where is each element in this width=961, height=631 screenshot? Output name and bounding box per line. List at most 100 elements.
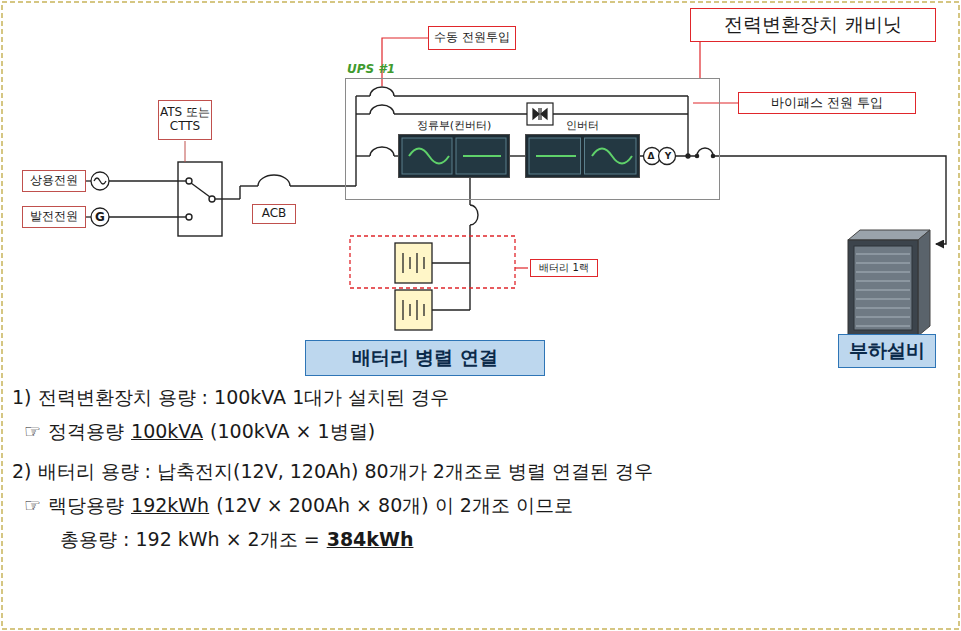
static-switch-part bbox=[538, 108, 539, 120]
node-text: 수동 전원투입 bbox=[434, 31, 510, 45]
callout-box: 수동 전원투입 bbox=[428, 26, 516, 50]
static-switch-part bbox=[540, 108, 541, 120]
node-text: ATS 또는 CTTS bbox=[159, 106, 211, 134]
converter-panel-part-part bbox=[463, 155, 501, 157]
source-symbols-part bbox=[91, 208, 109, 226]
transfer-switch-part bbox=[178, 162, 222, 236]
converter-panel-part-part bbox=[456, 138, 506, 174]
load-equipment: 부하설비 bbox=[838, 226, 936, 368]
rack-slot bbox=[856, 290, 910, 291]
feeder-wire-part bbox=[239, 186, 240, 199]
note-text: ☞ bbox=[24, 494, 41, 516]
inverter-panel: 인버터 bbox=[525, 134, 640, 178]
symbol-letter: Y bbox=[665, 152, 672, 161]
feeder-wire-part bbox=[687, 96, 688, 156]
output-breaker-part bbox=[697, 148, 713, 156]
output-transformer-part bbox=[686, 154, 690, 158]
note-text: 100kVA bbox=[131, 420, 203, 442]
rack-slot bbox=[856, 263, 910, 264]
battery-rack-part bbox=[403, 253, 424, 320]
node-text: 발전전원 bbox=[30, 210, 78, 224]
transfer-switch-part bbox=[215, 198, 222, 199]
converter-panel-part-part bbox=[402, 138, 452, 174]
note-text: (100kVA × 1병렬) bbox=[210, 420, 375, 442]
caption-box: 배터리 병렬 연결 bbox=[305, 340, 545, 376]
load-equipment-part-part bbox=[848, 230, 930, 240]
feeder-wire-part bbox=[553, 113, 688, 114]
battery-cell bbox=[402, 253, 403, 273]
battery-cell bbox=[423, 304, 424, 316]
battery-cell bbox=[416, 253, 417, 273]
battery-wire-part bbox=[469, 178, 470, 205]
converter-panel: 정류부(컨버터) bbox=[398, 134, 510, 178]
feeder-wire-part bbox=[258, 175, 290, 186]
note-text: ☞ bbox=[24, 420, 41, 442]
note-text: 384kWh bbox=[327, 528, 414, 550]
transfer-switch bbox=[178, 141, 222, 236]
converter-panel-part bbox=[399, 135, 509, 177]
battery-cell bbox=[409, 257, 410, 269]
transfer-switch-part bbox=[191, 183, 210, 197]
connector bbox=[510, 155, 525, 156]
note-text: 총용량 : 192 kWh × 2개조 = bbox=[60, 528, 320, 550]
transfer-switch-part bbox=[185, 141, 186, 162]
note-text: (12V × 200Ah × 80개) 이 2개조 이므로 bbox=[216, 494, 573, 516]
battery-rack-part bbox=[350, 236, 515, 288]
source-symbols-part bbox=[86, 216, 91, 217]
leader-line-part bbox=[515, 267, 528, 268]
transfer-switch-part bbox=[178, 216, 186, 217]
inverter-panel-part-part bbox=[592, 149, 632, 164]
load-equipment-part-part bbox=[854, 246, 912, 330]
cabinet-box: UPS #1정류부(컨버터)인버터 bbox=[345, 78, 720, 200]
battery-wire-part bbox=[469, 225, 470, 310]
output-transformer-part bbox=[659, 148, 676, 165]
source-symbols-part bbox=[109, 216, 178, 217]
feeder-wire-part bbox=[240, 185, 258, 186]
battery-rack-part bbox=[395, 243, 432, 283]
callout-box: 바이패스 전원 투입 bbox=[738, 92, 916, 114]
feeder-wire-part bbox=[370, 87, 394, 96]
output-breaker bbox=[695, 148, 714, 160]
inverter-panel-part bbox=[526, 135, 639, 177]
transfer-switch-part bbox=[178, 180, 186, 181]
switch-label: ATS 또는 CTTS bbox=[158, 100, 212, 140]
load-equipment-part bbox=[838, 226, 936, 336]
source-symbols-part bbox=[94, 178, 106, 184]
node-text: 부하설비 bbox=[838, 334, 936, 368]
source-box: 발전전원 bbox=[22, 206, 86, 228]
node-text: 배터리 1랙 bbox=[539, 262, 589, 274]
feeder-wire-part bbox=[356, 155, 370, 156]
node-text: 정류부(컨버터) bbox=[415, 120, 494, 133]
note-text: 랙당용량 bbox=[48, 494, 124, 516]
note-text: 정격용량 bbox=[48, 420, 124, 442]
connector bbox=[699, 42, 700, 78]
battery-cell bbox=[402, 300, 403, 320]
note-text: 192kWh bbox=[131, 494, 209, 516]
feeder-wire-part bbox=[355, 96, 356, 186]
rack-slot bbox=[856, 254, 910, 255]
rack-slot bbox=[856, 299, 910, 300]
battery-wire bbox=[432, 178, 478, 310]
feeder-wire-part bbox=[394, 95, 688, 96]
rack-slot bbox=[856, 272, 910, 273]
static-switch-part bbox=[533, 109, 547, 119]
node-text: 상용전원 bbox=[30, 174, 78, 188]
rack-slot bbox=[856, 281, 910, 282]
leader-line bbox=[382, 38, 738, 268]
connector bbox=[640, 156, 946, 244]
callout-box: 전력변환장치 캐비닛 bbox=[690, 8, 936, 42]
output-breaker-part bbox=[695, 154, 698, 157]
node-text: 바이패스 전원 투입 bbox=[771, 96, 883, 111]
feeder-wire-part bbox=[370, 105, 394, 114]
feeder-wire-part bbox=[394, 113, 527, 114]
battery-rack bbox=[350, 236, 515, 330]
battery-cell bbox=[416, 300, 417, 320]
inverter-panel-part-part bbox=[585, 138, 637, 174]
note-line: ☞ 정격용량 100kVA (100kVA × 1병렬) bbox=[24, 420, 382, 443]
node-text: ACB bbox=[262, 207, 287, 221]
note-line: ☞ 랙당용량 192kWh (12V × 200Ah × 80개) 이 2개조 이므로 bbox=[24, 494, 580, 517]
source-symbols-part bbox=[91, 172, 109, 190]
breaker-label: ACB bbox=[252, 204, 296, 224]
